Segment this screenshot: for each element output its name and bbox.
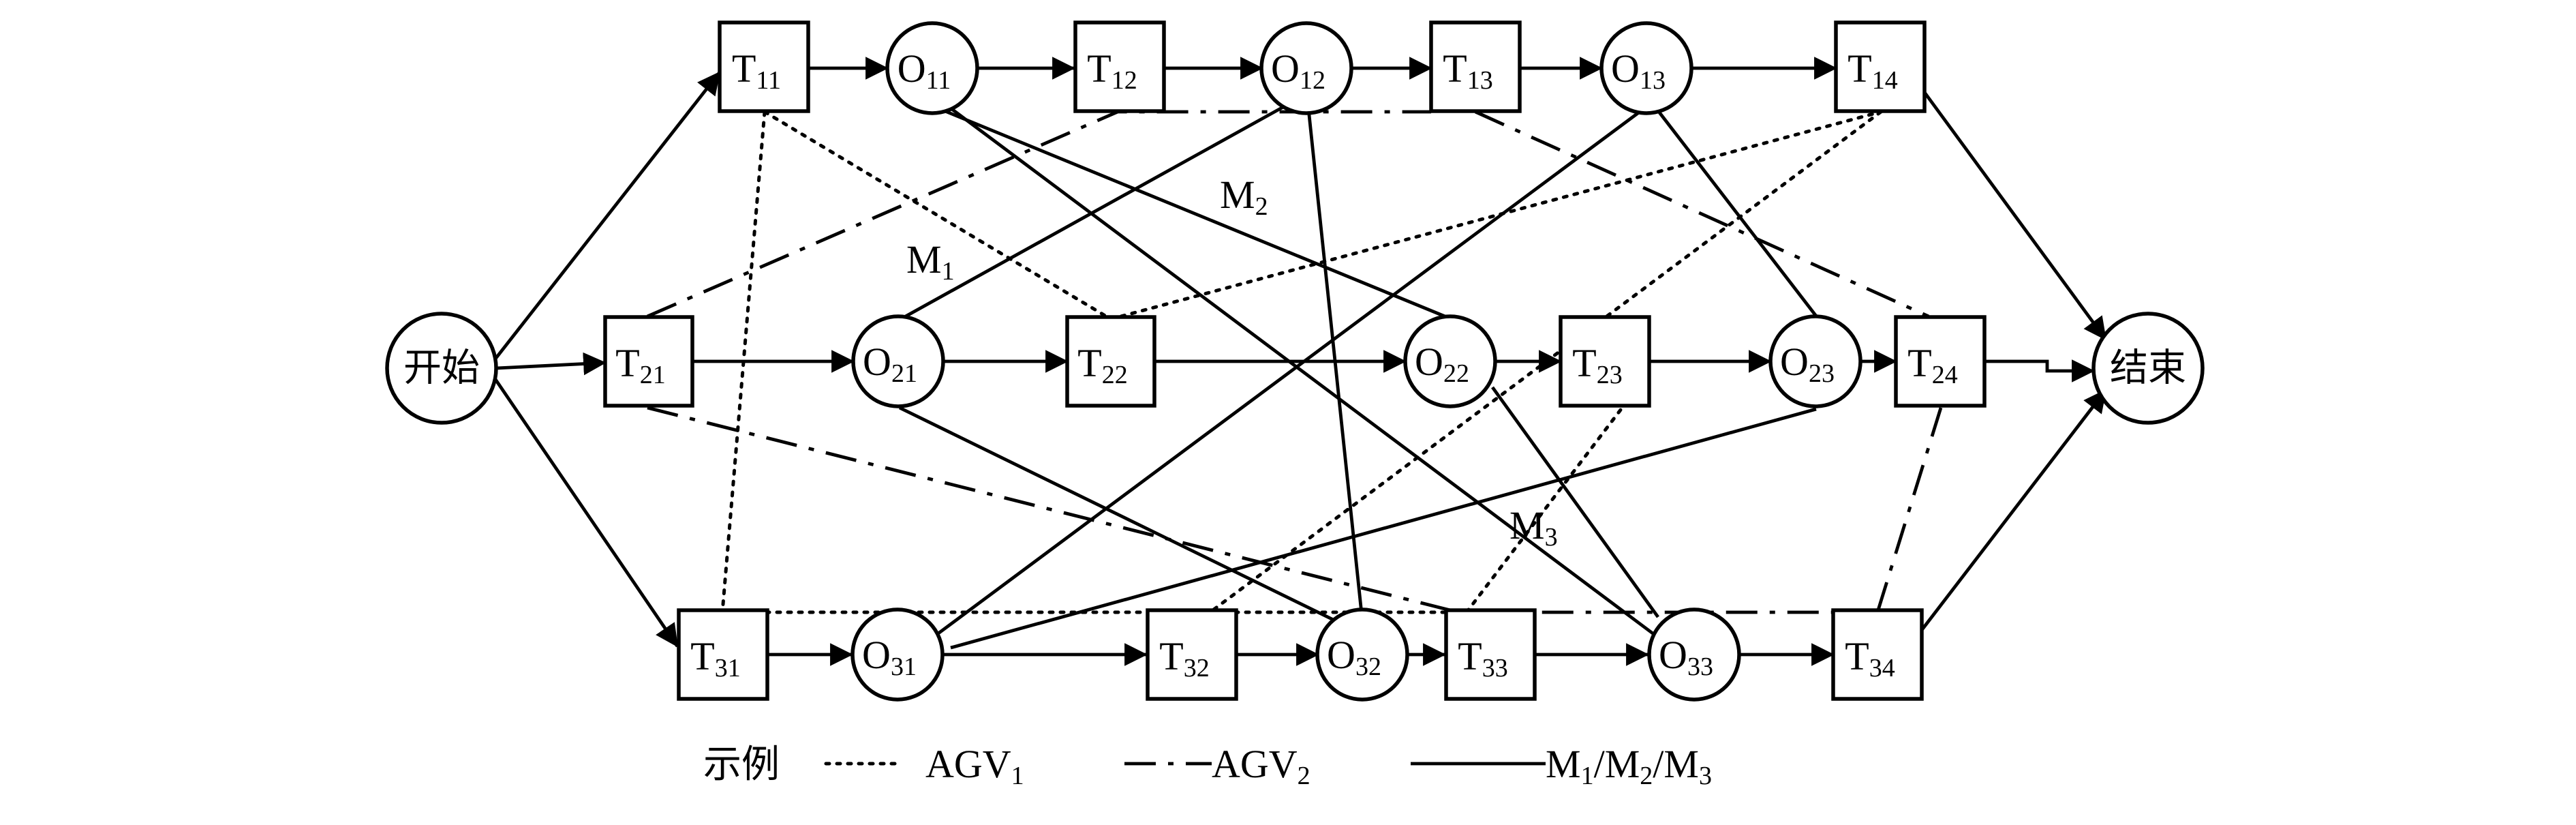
place-o21: O21 (851, 314, 945, 408)
end-label: 结束 (2110, 346, 2186, 391)
process-flow-edges (492, 57, 2107, 666)
transition-t32: T32 (1146, 608, 1238, 701)
agv2-edge-t34-t24 (1875, 407, 1943, 613)
flow-start-t21 (495, 352, 607, 376)
svg-text:T31: T31 (690, 634, 740, 682)
machine-edge-o11-o33 (938, 98, 1664, 642)
place-o33: O33 (1647, 608, 1741, 702)
machine-edge-o12-o32 (1305, 95, 1364, 614)
legend-agv1-label: AGV1 (925, 742, 1024, 790)
transition-t23: T23 (1559, 315, 1651, 408)
transition-t33: T33 (1444, 608, 1537, 701)
flow-start-t31 (492, 375, 679, 648)
svg-text:O32: O32 (1327, 633, 1381, 681)
transition-t24: T24 (1894, 315, 1987, 408)
svg-text:O31: O31 (862, 633, 917, 681)
svg-text:T14: T14 (1847, 46, 1897, 95)
svg-text:O21: O21 (863, 340, 917, 388)
machine-edge-o21-o12 (897, 88, 1315, 322)
agv2-edge-t13-t24 (1475, 110, 1929, 318)
svg-text:T23: T23 (1572, 341, 1622, 389)
place-o31: O31 (850, 608, 945, 702)
agv1-edge-t14-t32 (1177, 110, 1883, 638)
edge-label-m1: M1 (906, 237, 955, 286)
svg-text:T22: T22 (1077, 341, 1127, 389)
svg-text:T21: T21 (615, 341, 665, 389)
place-o23: O23 (1768, 314, 1862, 408)
edge-label-m3: M3 (1509, 503, 1558, 552)
transition-t34: T34 (1831, 608, 1924, 701)
flow-t34-end (1920, 389, 2107, 631)
machine-edge-o11-o22 (926, 102, 1456, 322)
svg-text:O23: O23 (1780, 340, 1835, 388)
legend-machines-label: M1/M2/M3 (1546, 742, 1712, 790)
transition-t14: T14 (1834, 20, 1927, 113)
svg-text:O13: O13 (1611, 46, 1666, 95)
machine-edge-o21-o32 (898, 406, 1347, 628)
legend-title: 示例 (703, 742, 780, 787)
agv1-edge-t33-t23 (1465, 399, 1629, 614)
svg-text:T12: T12 (1087, 46, 1137, 95)
start-label: 开始 (403, 346, 480, 391)
place-o22: O22 (1403, 314, 1497, 408)
place-o13: O13 (1599, 21, 1693, 115)
start-node: 开始 (385, 312, 498, 425)
svg-text:O11: O11 (898, 46, 951, 95)
flow-start-t11 (492, 71, 721, 363)
place-o32: O32 (1315, 608, 1409, 702)
machine-edges (897, 88, 1821, 650)
svg-text:O22: O22 (1415, 340, 1469, 388)
machine-edge-o13-o31 (927, 101, 1654, 642)
machine-edge-o22-o33 (1491, 386, 1659, 618)
flow-t24-end (1984, 359, 2095, 382)
transition-t22: T22 (1065, 315, 1156, 408)
svg-text:T34: T34 (1845, 634, 1895, 682)
transition-t12: T12 (1073, 20, 1166, 113)
svg-text:T33: T33 (1458, 634, 1507, 682)
svg-text:O33: O33 (1659, 633, 1713, 681)
end-node: 结束 (2091, 312, 2205, 425)
edge-label-m2: M2 (1220, 172, 1268, 221)
machine-edge-o13-o23 (1651, 102, 1821, 322)
transition-t31: T31 (677, 608, 769, 701)
legend: 示例 AGV1 AGV2 M1/M2/M3 (703, 742, 1712, 790)
place-o11: O11 (885, 21, 979, 115)
place-o12: O12 (1259, 21, 1353, 115)
transition-t13: T13 (1429, 20, 1522, 113)
transition-t11: T11 (718, 20, 810, 113)
legend-agv2-label: AGV2 (1212, 742, 1310, 790)
agv1-edge-t22-t14 (1109, 110, 1883, 321)
machine-edge-o31-o23 (950, 407, 1817, 650)
svg-text:T13: T13 (1443, 46, 1492, 95)
agv1-edge-t11-t22 (763, 110, 1113, 321)
svg-text:T32: T32 (1159, 634, 1209, 682)
svg-text:T24: T24 (1907, 341, 1957, 389)
flow-t14-end (1920, 87, 2107, 341)
agv2-edge-t21-t34 (647, 406, 1877, 614)
transition-t21: T21 (603, 315, 694, 408)
svg-text:O12: O12 (1271, 46, 1325, 95)
svg-text:T11: T11 (732, 46, 781, 95)
